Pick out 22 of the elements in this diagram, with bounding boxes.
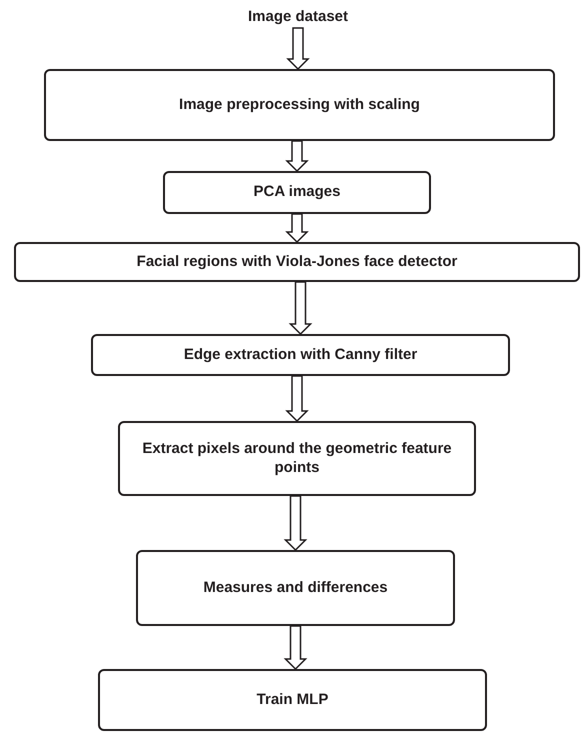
process-box bbox=[136, 550, 455, 626]
step-text: Extract pixels around the geometric feature points bbox=[141, 440, 453, 478]
block-arrow bbox=[286, 27, 310, 70]
step-text: Edge extraction with Canny filter bbox=[184, 346, 418, 364]
step-text: Facial regions with Viola-Jones face detector bbox=[136, 252, 458, 272]
block-arrow bbox=[285, 375, 309, 422]
process-box bbox=[118, 421, 476, 496]
block-arrow bbox=[285, 213, 309, 244]
step-text: PCA images bbox=[254, 183, 340, 202]
process-box bbox=[91, 334, 510, 376]
process-box bbox=[44, 69, 555, 141]
block-arrow bbox=[288, 281, 312, 336]
process-box bbox=[163, 171, 431, 214]
block-arrow bbox=[285, 140, 309, 172]
step-text: Train MLP bbox=[256, 690, 328, 710]
block-arrow bbox=[284, 625, 308, 670]
input-label: Image dataset bbox=[218, 6, 378, 28]
process-box bbox=[98, 669, 487, 731]
step-text: Image preprocessing with scaling bbox=[179, 96, 420, 114]
process-box bbox=[14, 242, 580, 282]
step-text: Measures and differences bbox=[203, 578, 388, 598]
block-arrow bbox=[284, 495, 308, 552]
